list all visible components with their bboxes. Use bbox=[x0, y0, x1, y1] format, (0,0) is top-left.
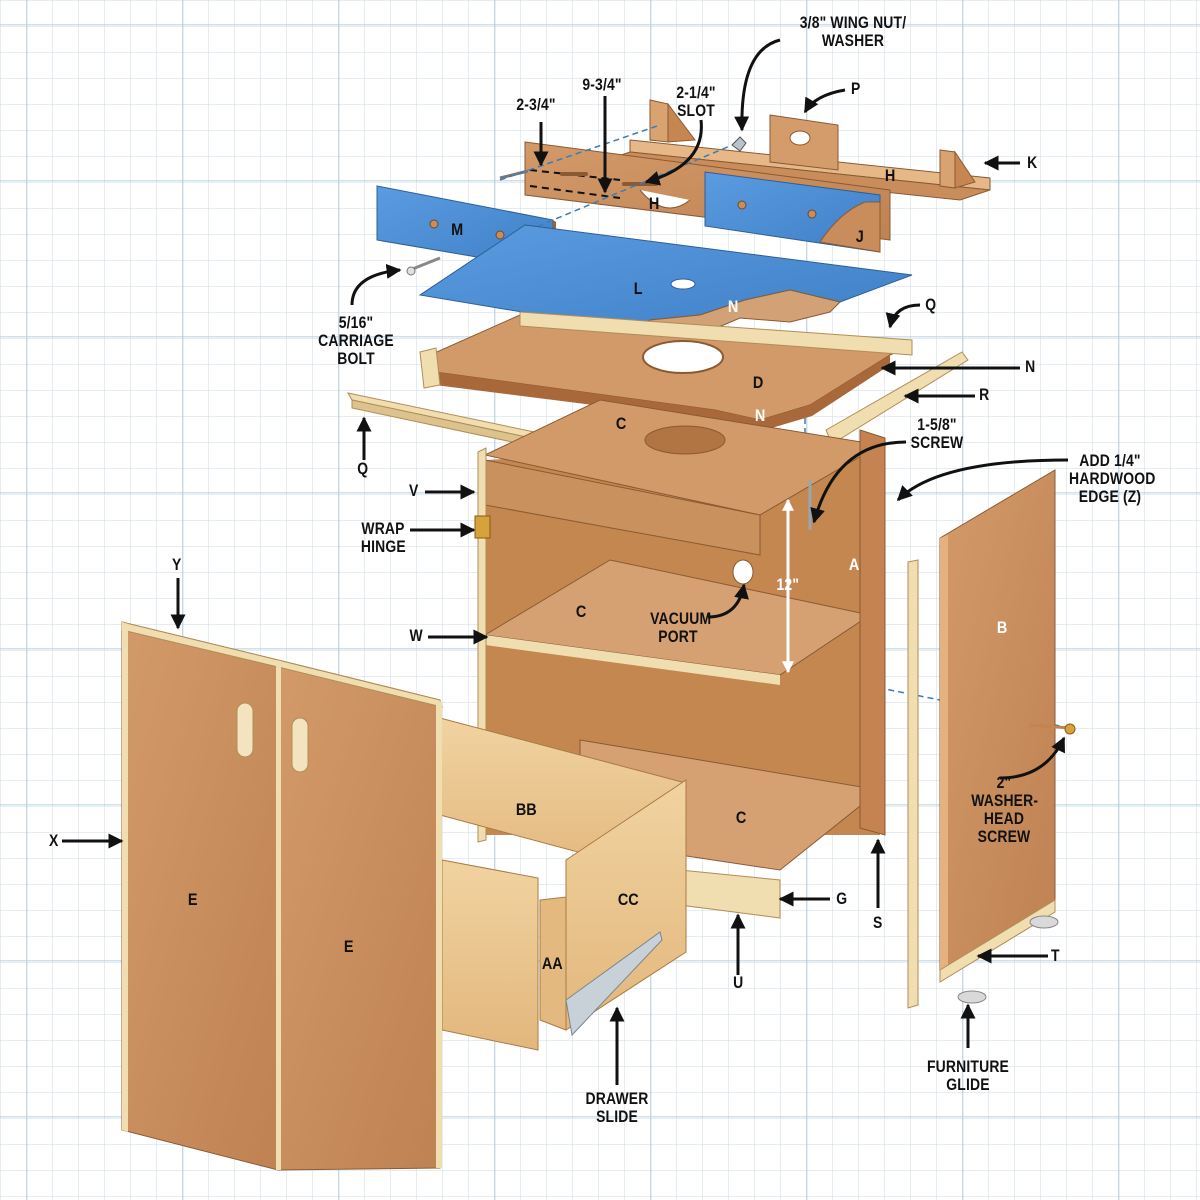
part-label-c-bottom: C bbox=[735, 808, 747, 827]
cabinet-carcass bbox=[474, 399, 886, 919]
callout-furniture-glide: FURNITURE GLIDE bbox=[927, 1057, 1010, 1094]
callout-v: V bbox=[409, 481, 419, 500]
callout-wing-nut-washer: 3/8" WING NUT/ WASHER bbox=[799, 13, 907, 50]
callout-k: K bbox=[1027, 153, 1038, 172]
callout-drawer-slide: DRAWER SLIDE bbox=[585, 1089, 649, 1126]
callout-w: W bbox=[409, 626, 423, 645]
part-label-j: J bbox=[855, 227, 864, 246]
callout-p: P bbox=[851, 79, 861, 98]
callout-y: Y bbox=[172, 555, 182, 574]
part-label-h-back: H bbox=[884, 166, 896, 185]
part-label-e-right: E bbox=[343, 937, 354, 956]
callout-s: S bbox=[873, 913, 883, 932]
part-label-n-upper: N bbox=[727, 297, 739, 316]
part-label-bb: BB bbox=[515, 800, 537, 819]
callout-q-left: Q bbox=[357, 459, 369, 478]
stile-s bbox=[907, 559, 919, 1009]
callout-u: U bbox=[733, 973, 744, 992]
callout-screw-1-5-8: 1-5/8" SCREW bbox=[910, 415, 964, 452]
callout-t: T bbox=[1050, 946, 1060, 965]
part-label-cc: CC bbox=[617, 890, 639, 909]
part-label-a: A bbox=[848, 555, 860, 574]
callout-g: G bbox=[836, 889, 848, 908]
part-label-b: B bbox=[996, 618, 1008, 637]
part-label-m: M bbox=[451, 220, 464, 239]
side-panel-b bbox=[939, 469, 1076, 983]
callout-washer-head-screw: 2" WASHER- HEAD SCREW bbox=[971, 773, 1039, 846]
callout-carriage-bolt: 5/16" CARRIAGE BOLT bbox=[318, 313, 394, 368]
dimension-12-inch: 12" bbox=[776, 575, 800, 594]
callout-wrap-hinge: WRAP HINGE bbox=[360, 519, 406, 556]
callout-x: X bbox=[49, 831, 59, 850]
drawer-box bbox=[439, 717, 687, 1051]
top-panel-d bbox=[419, 311, 913, 432]
callout-r: R bbox=[979, 385, 990, 404]
part-label-h-front: H bbox=[648, 194, 660, 213]
callout-dim-2-3-4: 2-3/4" bbox=[516, 95, 556, 114]
leader-arrows bbox=[62, 38, 1069, 1085]
callout-vacuum-port: VACUUM PORT bbox=[650, 609, 712, 646]
callout-slot: 2-1/4" SLOT bbox=[676, 83, 716, 120]
callout-dim-9-3-4: 9-3/4" bbox=[582, 75, 622, 94]
callout-n: N bbox=[1025, 357, 1036, 376]
part-label-aa: AA bbox=[541, 954, 563, 973]
callout-hardwood-edge-z: ADD 1/4" HARDWOOD EDGE (Z) bbox=[1069, 451, 1156, 506]
laminate-face-j bbox=[704, 171, 881, 253]
callout-q-top: Q bbox=[925, 295, 937, 314]
furniture-glides bbox=[957, 915, 1059, 1004]
part-label-l: L bbox=[633, 279, 643, 298]
part-label-c-top: C bbox=[615, 414, 627, 433]
part-label-d: D bbox=[752, 373, 764, 392]
part-label-n-lower: N bbox=[754, 406, 766, 425]
door-panels-e bbox=[121, 621, 443, 1171]
part-label-c-middle: C bbox=[575, 602, 587, 621]
part-label-e-left: E bbox=[187, 890, 198, 909]
fence-base-h-back bbox=[599, 99, 991, 201]
